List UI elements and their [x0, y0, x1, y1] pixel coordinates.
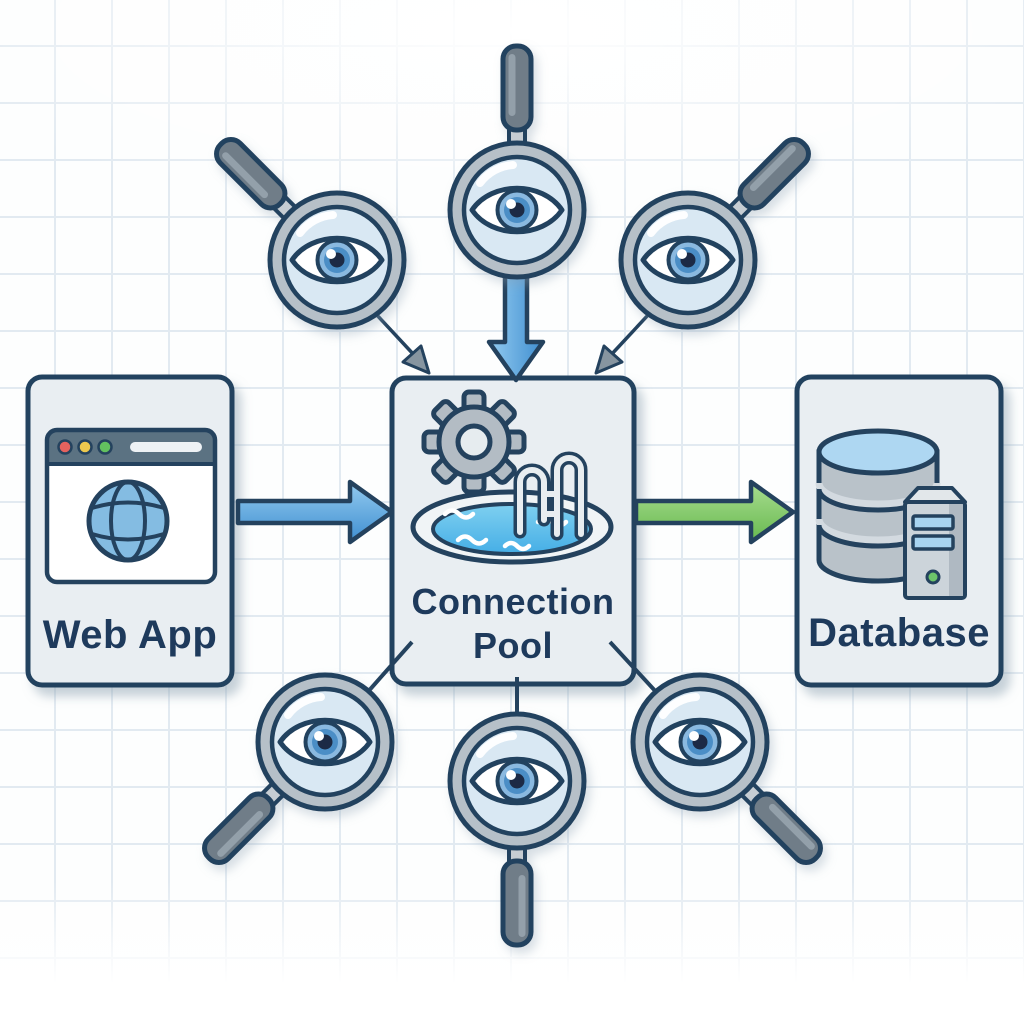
web-app-node: Web App [25, 374, 235, 688]
browser-dot-green-icon [97, 439, 113, 455]
monitor-top-center-arrow [486, 265, 546, 383]
connection-pool-label-line2: Pool [473, 625, 553, 666]
monitor-bottom-left-connector [364, 640, 414, 696]
pool-ladder-icon [513, 451, 588, 541]
magnifier-eye-icon-bottom-right [633, 675, 826, 868]
magnifier-eye-icon-top-center [450, 46, 584, 277]
monitor-bottom-right-connector [608, 640, 660, 696]
magnifier-lens-eye [450, 714, 584, 848]
browser-url-pill [130, 442, 202, 452]
server-led [925, 569, 941, 585]
magnifier-lens-eye [270, 193, 404, 327]
server-slot [911, 514, 955, 531]
magnifier-lens-eye [621, 193, 755, 327]
server-tower-icon [903, 486, 967, 600]
webapp-to-pool-arrow [235, 479, 395, 545]
magnifier-lens-eye [633, 675, 767, 809]
globe-icon [86, 479, 170, 563]
magnifier-handle [503, 841, 531, 945]
browser-dot-yellow-icon [77, 439, 93, 455]
database-label: Database [808, 611, 990, 655]
server-slot [911, 534, 955, 551]
swimming-pool-icon [410, 451, 614, 565]
magnifier-lens-eye [450, 143, 584, 277]
connection-pool-node: Connection Pool [389, 375, 637, 687]
magnifier-eye-icon-top-left [211, 134, 404, 327]
web-app-label: Web App [43, 613, 218, 657]
magnifier-handle [503, 46, 531, 150]
browser-icon [44, 427, 218, 585]
connection-pool-label-line1: Connection [412, 581, 615, 622]
magnifier-eye-icon-top-right [621, 134, 814, 327]
magnifier-eye-icon-bottom-center [450, 714, 584, 945]
pool-to-database-arrow [633, 479, 796, 545]
database-node: Database [794, 374, 1004, 688]
gear-icon [421, 389, 527, 495]
browser-dot-red-icon [57, 439, 73, 455]
magnifier-eye-icon-bottom-left [199, 675, 392, 868]
magnifier-lens-eye [258, 675, 392, 809]
database-cylinder-icon [815, 428, 941, 584]
